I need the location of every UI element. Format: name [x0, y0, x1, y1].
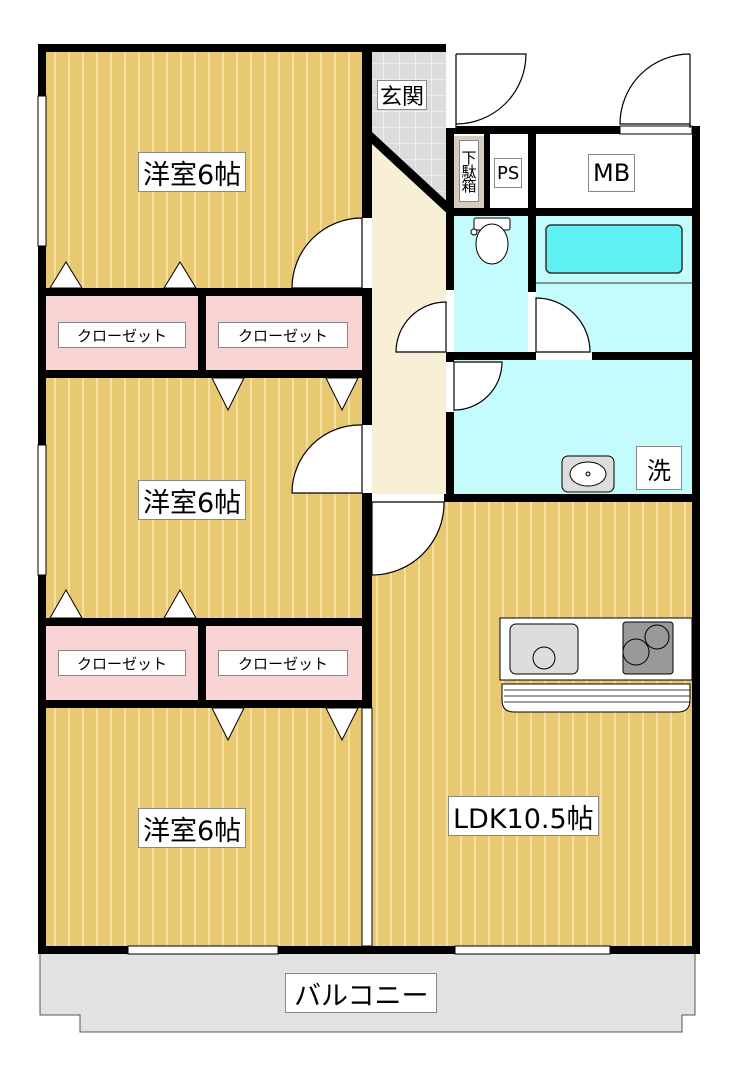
closet-label: クローゼット [58, 650, 186, 676]
kitchen-counter [499, 617, 693, 713]
room-label-ps: PS [494, 158, 523, 188]
toilet [470, 217, 511, 265]
room-label-balcony: バルコニー [285, 973, 438, 1013]
closet-door-marks [49, 261, 359, 742]
wash-basin [561, 455, 615, 493]
closet-label: クローゼット [58, 322, 186, 348]
room-label-entrance: 玄関 [377, 80, 428, 110]
room-label-western-2: 洋室6帖 [138, 480, 247, 520]
room-label-mb: MB [588, 154, 636, 192]
closet-label: クローゼット [218, 322, 348, 348]
closet-label: クローゼット [218, 650, 348, 676]
room-label-ldk: LDK10.5帖 [448, 796, 599, 836]
door-swings [291, 53, 691, 576]
room-label-western-3: 洋室6帖 [138, 808, 247, 848]
room-label-shoebox: 下駄箱 [459, 140, 479, 202]
room-label-washroom: 洗 [636, 446, 682, 490]
room-label-western-1: 洋室6帖 [138, 152, 247, 192]
bathtub [545, 224, 683, 274]
ldk-floor [372, 500, 692, 946]
openings [37, 44, 693, 955]
